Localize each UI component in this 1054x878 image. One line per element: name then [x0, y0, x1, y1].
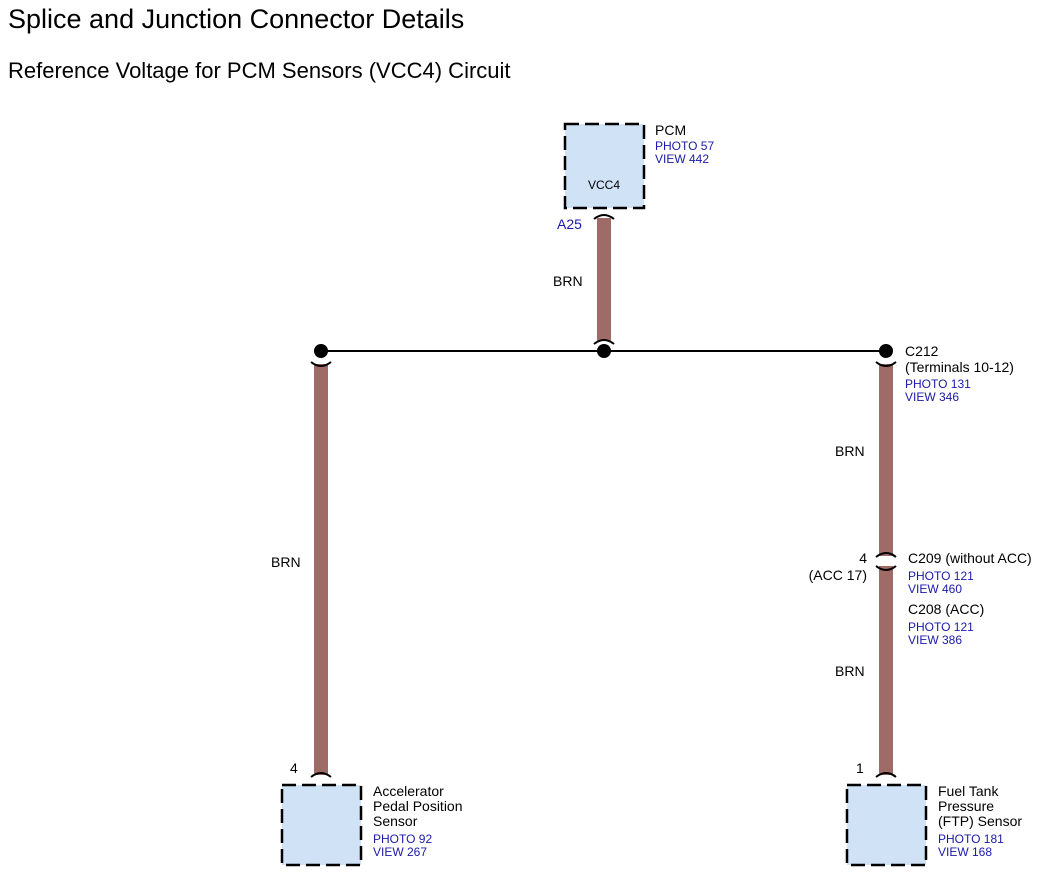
c212-splice-dot: [879, 344, 893, 358]
c209-upper-cap: [875, 552, 897, 558]
splice-center-dot: [597, 344, 611, 358]
ftp-sensor-box: [845, 783, 928, 867]
ftp-sensor-view-link[interactable]: VIEW 168: [938, 845, 992, 859]
splice-left-dot: [314, 344, 328, 358]
app-sensor-name-line-2: Pedal Position: [373, 798, 463, 814]
pcm-box: [563, 122, 646, 210]
left-splice-cap: [310, 361, 332, 367]
pcm-pin-label: A25: [557, 216, 582, 232]
left-wire-color: BRN: [271, 554, 301, 570]
center-splice-cap: [593, 339, 615, 345]
ftp-pin-cap: [875, 772, 897, 778]
page-title: Splice and Junction Connector Details: [8, 4, 465, 34]
right-lower-wire-color: BRN: [835, 663, 865, 679]
ftp-sensor-name-line-3: (FTP) Sensor: [938, 813, 1022, 829]
c212-photo-link[interactable]: PHOTO 131: [905, 377, 971, 391]
pcm-pin-cap: [593, 214, 615, 220]
c212-view-link[interactable]: VIEW 346: [905, 390, 959, 404]
pcm-name: PCM: [655, 122, 686, 138]
app-sensor-name-line-1: Accelerator: [373, 783, 444, 799]
app-sensor-photo-link[interactable]: PHOTO 92: [373, 832, 432, 846]
pcm-view-link[interactable]: VIEW 442: [655, 152, 709, 166]
c208-name: C208 (ACC): [908, 601, 984, 617]
c212-detail: (Terminals 10-12): [905, 359, 1014, 375]
pcm-photo-link[interactable]: PHOTO 57: [655, 139, 714, 153]
c208-view-link[interactable]: VIEW 386: [908, 633, 962, 647]
c212-name: C212: [905, 343, 939, 359]
app-sensor-box: [280, 783, 363, 867]
c209-name: C209 (without ACC): [908, 550, 1032, 566]
ftp-sensor-photo-link[interactable]: PHOTO 181: [938, 832, 1004, 846]
ftp-sensor-pin-label: 1: [856, 760, 864, 776]
ftp-sensor-name-line-1: Fuel Tank: [938, 783, 999, 799]
app-sensor-pin-label: 4: [290, 760, 298, 776]
c209-view-link[interactable]: VIEW 460: [908, 582, 962, 596]
c209-pin-label: 4: [859, 550, 867, 566]
c208-pin-label: (ACC 17): [809, 567, 867, 583]
c208-photo-link[interactable]: PHOTO 121: [908, 620, 974, 634]
circuit-subtitle: Reference Voltage for PCM Sensors (VCC4)…: [8, 58, 511, 83]
c209-photo-link[interactable]: PHOTO 121: [908, 569, 974, 583]
c212-cap: [875, 361, 897, 367]
app-pin-cap: [310, 772, 332, 778]
ftp-sensor-name-line-2: Pressure: [938, 798, 994, 814]
app-sensor-name-line-3: Sensor: [373, 813, 418, 829]
app-sensor-view-link[interactable]: VIEW 267: [373, 845, 427, 859]
c209-lower-cap: [875, 565, 897, 571]
pcm-inner-label: VCC4: [588, 178, 620, 192]
pcm-wire-color: BRN: [553, 273, 583, 289]
right-upper-wire-color: BRN: [835, 443, 865, 459]
